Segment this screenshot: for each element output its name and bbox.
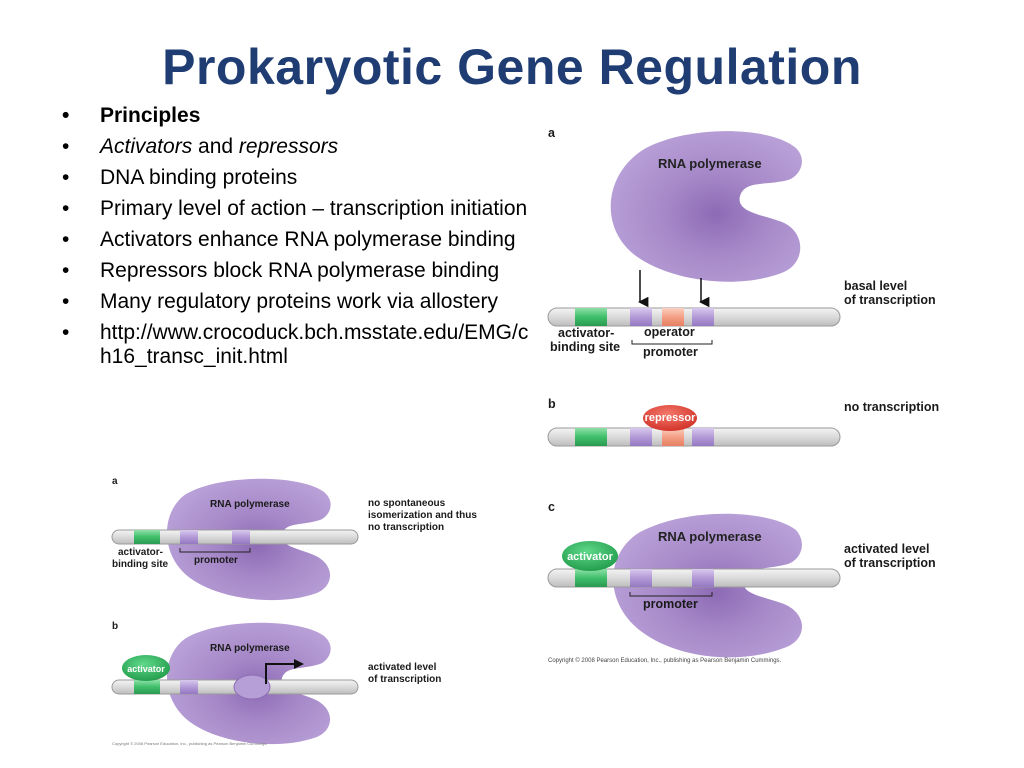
promoter-bracket	[631, 340, 713, 345]
promoter-segment	[692, 308, 714, 326]
activated-level-label: activated level	[844, 542, 929, 556]
activator-binding-site-label: activator-	[558, 326, 614, 340]
bullet-activators-repressors: • Activators and repressors	[62, 135, 532, 159]
basal-level-label: basal level	[844, 279, 907, 293]
bullet-text: DNA binding proteins	[100, 166, 298, 189]
activator-binding-site-segment	[134, 530, 160, 544]
bullet-icon: •	[62, 321, 70, 344]
bullet-icon: •	[62, 259, 70, 282]
bullet-principles: • Principles	[62, 104, 532, 128]
promoter-segment	[630, 569, 652, 587]
bullet-text-and: and	[192, 135, 239, 158]
open-complex-bubble	[233, 674, 271, 700]
promoter-label: promoter	[643, 345, 698, 359]
operator-segment	[662, 308, 684, 326]
activator-binding-site-segment	[575, 428, 607, 446]
promoter-segment	[180, 530, 198, 544]
activator-label: activator	[567, 551, 614, 563]
no-spontaneous-label: isomerization and thus	[368, 510, 477, 521]
left-panel-a: a RNA polymerase no spontaneous isomeriz…	[111, 476, 477, 601]
no-spontaneous-label: no transcription	[368, 522, 444, 533]
promoter-bracket	[629, 592, 713, 597]
polymerase-label: RNA polymerase	[210, 499, 290, 510]
promoter-label: promoter	[194, 555, 238, 566]
operator-segment	[662, 428, 684, 446]
bullet-text: Many regulatory proteins work via allost…	[100, 290, 498, 313]
panel-letter: a	[548, 126, 556, 140]
bullet-icon: •	[62, 135, 70, 158]
bullet-text: Principles	[100, 104, 201, 127]
activator-binding-site-segment	[575, 308, 607, 326]
promoter-segment	[692, 569, 714, 587]
activator-protein	[122, 655, 170, 681]
promoter-segment	[630, 428, 652, 446]
activated-level-label: activated level	[368, 662, 437, 673]
activator-protein	[562, 541, 618, 571]
promoter-segment	[232, 530, 250, 544]
bullet-url[interactable]: • http://www.crocoduck.bch.msstate.edu/E…	[62, 321, 532, 369]
bullet-text: Repressors block RNA polymerase binding	[100, 259, 500, 282]
panel-letter: a	[112, 476, 118, 487]
left-panel-b: b RNA polymerase activator activated lev…	[111, 621, 441, 746]
polymerase-label: RNA polymerase	[658, 156, 762, 171]
activator-binding-site-label: binding site	[550, 340, 620, 354]
activated-level-label: of transcription	[368, 674, 441, 685]
bullet-icon: •	[62, 228, 70, 251]
repressor-label: repressor	[645, 412, 696, 424]
no-spontaneous-label: no spontaneous	[368, 498, 446, 509]
operator-label: operator	[644, 325, 695, 339]
panel-letter: c	[548, 500, 555, 514]
right-panel-c: c RNA polymerase activator promoter acti…	[547, 500, 936, 664]
bullet-repressors-block: • Repressors block RNA polymerase bindin…	[62, 259, 532, 283]
right-panel-a: a RNA polymerase basal level of transcri…	[547, 126, 936, 359]
arrowhead-icon	[294, 659, 304, 669]
bullet-icon: •	[62, 166, 70, 189]
bullet-icon: •	[62, 104, 70, 127]
activator-binding-site-segment	[134, 680, 160, 694]
rna-polymerase-shape	[610, 131, 802, 282]
activator-label: activator	[127, 664, 165, 674]
bullet-allostery: • Many regulatory proteins work via allo…	[62, 290, 532, 314]
basal-level-label: of transcription	[844, 293, 936, 307]
bullet-icon: •	[62, 290, 70, 313]
promoter-segment	[692, 428, 714, 446]
bullet-text: Primary level of action – transcription …	[100, 197, 528, 220]
no-transcription-label: no transcription	[844, 400, 939, 414]
bullet-list: • Principles • Activators and repressors…	[62, 104, 532, 376]
bullet-dna-binding: • DNA binding proteins	[62, 166, 532, 190]
copyright-text: Copyright © 2008 Pearson Education, Inc.…	[548, 657, 782, 664]
activated-level-label: of transcription	[844, 556, 936, 570]
bullet-icon: •	[62, 197, 70, 220]
promoter-segment	[180, 680, 198, 694]
promoter-segment	[630, 308, 652, 326]
bullet-text: Activators enhance RNA polymerase bindin…	[100, 228, 516, 251]
transcription-start-arrow-icon	[265, 663, 296, 684]
activator-binding-site-label: binding site	[112, 559, 169, 570]
copyright-text: Copyright © 2008 Pearson Education, Inc.…	[112, 741, 267, 746]
panel-letter: b	[548, 397, 556, 411]
bullet-link[interactable]: http://www.crocoduck.bch.msstate.edu/EMG…	[100, 321, 529, 368]
polymerase-label: RNA polymerase	[658, 529, 762, 544]
bullet-activators-enhance: • Activators enhance RNA polymerase bind…	[62, 228, 532, 252]
panel-letter: b	[112, 621, 118, 632]
activator-binding-site-segment	[575, 569, 607, 587]
activator-binding-site-label: activator-	[118, 547, 163, 558]
promoter-label: promoter	[643, 597, 698, 611]
bullet-primary-level: • Primary level of action – transcriptio…	[62, 197, 532, 221]
promoter-bracket	[179, 548, 251, 553]
repressor-protein	[643, 405, 697, 431]
bullet-text-activators: Activators	[100, 135, 193, 158]
polymerase-label: RNA polymerase	[210, 643, 290, 654]
bullet-text-repressors: repressors	[238, 135, 339, 158]
slide-title: Prokaryotic Gene Regulation	[162, 39, 862, 95]
right-panel-b: b repressor no transcription	[547, 397, 939, 447]
